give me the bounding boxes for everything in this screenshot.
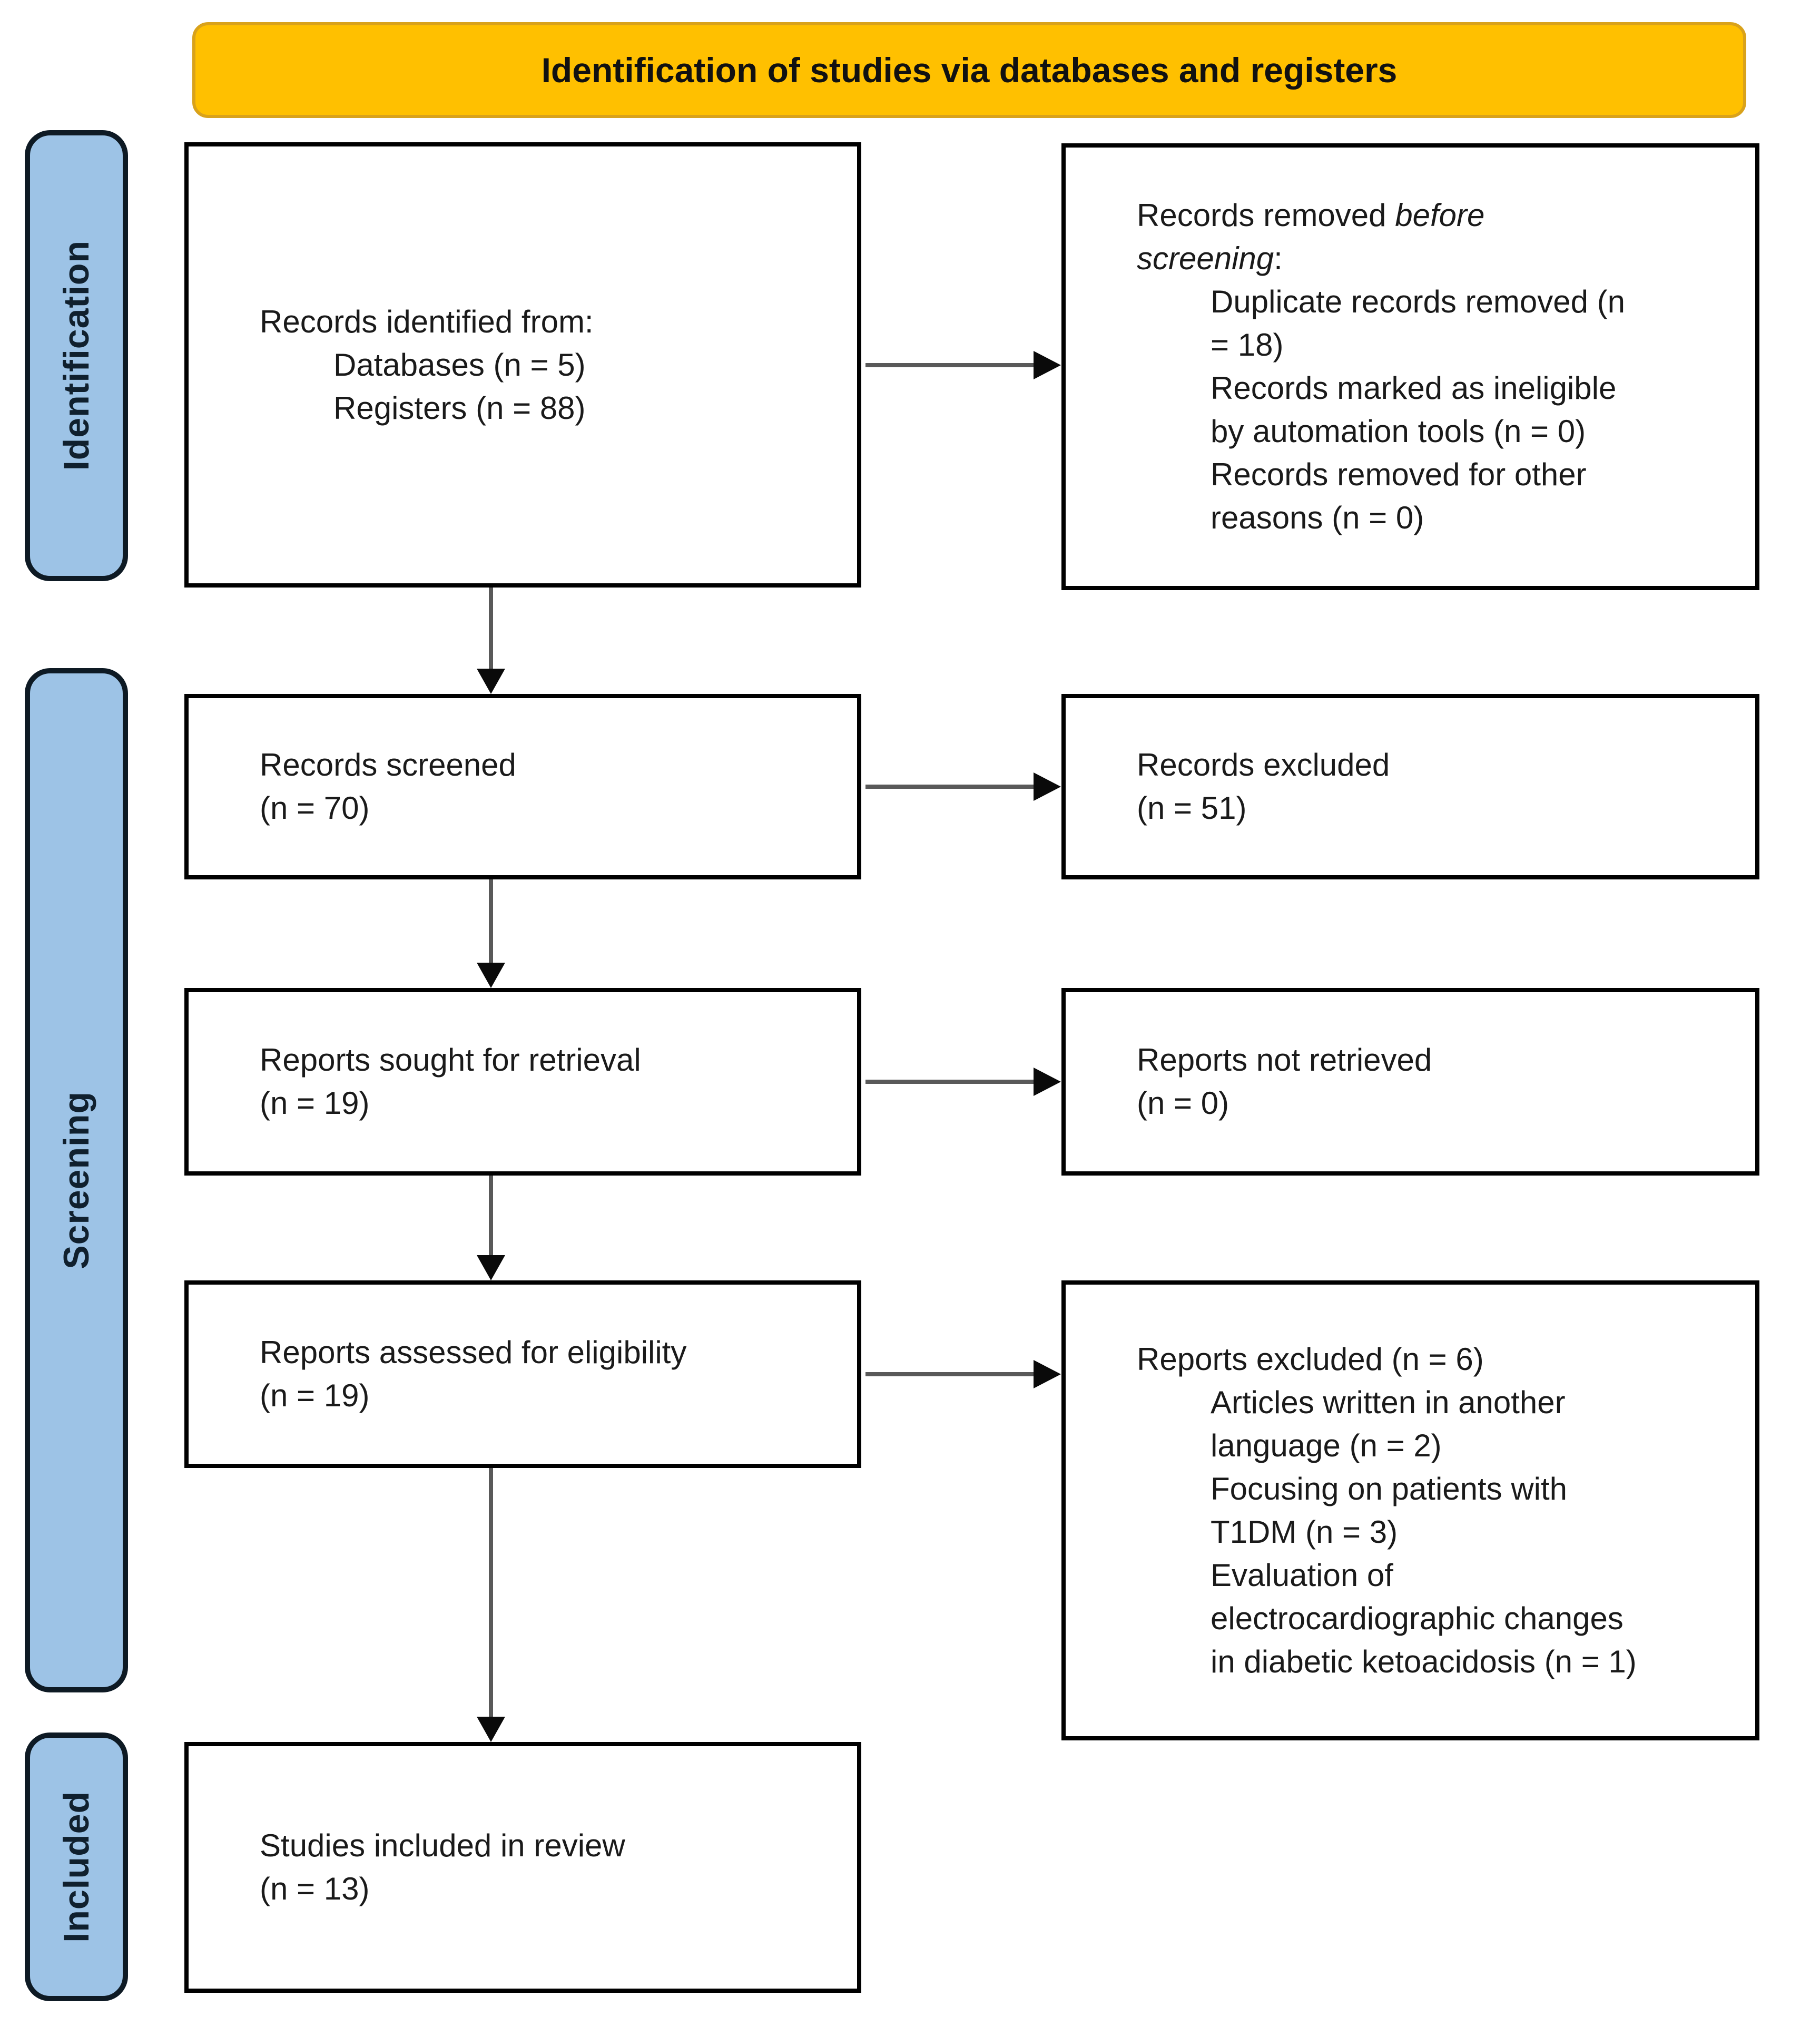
text-line: Databases (n = 5) <box>333 347 586 383</box>
arrow-identified-to-screened-line <box>489 588 493 672</box>
box-studies-included: Studies included in review (n = 13) <box>184 1742 861 1993</box>
box-records-removed-before-screening: Records removed before screening: Duplic… <box>1061 143 1759 590</box>
text-line: (n = 51) <box>1137 790 1247 826</box>
arrow-right-head-icon <box>1034 1360 1061 1388</box>
arrow-assessed-to-included-line <box>489 1468 493 1718</box>
text-line: in diabetic ketoacidosis (n = 1) <box>1211 1643 1637 1679</box>
text-line: Articles written in another <box>1211 1384 1566 1420</box>
arrow-right-head-icon <box>1034 351 1061 379</box>
text-line: Evaluation of <box>1211 1557 1393 1593</box>
text-line: Records removed before <box>1137 198 1485 233</box>
text-line: Duplicate records removed (n <box>1211 284 1626 319</box>
arrow-down-head-icon <box>477 669 505 694</box>
text-line: Records excluded <box>1137 747 1390 782</box>
text-line: Records identified from: <box>260 304 594 339</box>
stage-bar-included: Included <box>25 1732 128 2001</box>
text-line: (n = 70) <box>260 790 370 826</box>
arrow-down-head-icon <box>477 1717 505 1742</box>
arrow-assessed-to-excluded-line <box>865 1372 1035 1376</box>
text-line: = 18) <box>1211 327 1284 363</box>
text-line: (n = 19) <box>260 1085 370 1121</box>
box-reports-not-retrieved: Reports not retrieved (n = 0) <box>1061 988 1759 1176</box>
text-line: T1DM (n = 3) <box>1211 1514 1398 1550</box>
text-line: electrocardiographic changes <box>1211 1600 1624 1636</box>
arrow-down-head-icon <box>477 963 505 988</box>
text-line: screening: <box>1137 241 1283 276</box>
stage-bar-identification: Identification <box>25 130 128 581</box>
text-line: Records marked as ineligible <box>1211 370 1617 406</box>
box-reports-excluded: Reports excluded (n = 6) Articles writte… <box>1061 1280 1759 1740</box>
stage-label-identification: Identification <box>56 240 96 471</box>
stage-label-included: Included <box>56 1791 96 1943</box>
stage-bar-screening: Screening <box>25 668 128 1692</box>
arrow-right-head-icon <box>1034 1068 1061 1096</box>
text-line: (n = 0) <box>1137 1085 1229 1121</box>
arrow-sought-to-assessed-line <box>489 1176 493 1256</box>
text-line: (n = 13) <box>260 1871 370 1906</box>
text-line: Records screened <box>260 747 516 782</box>
text-line: reasons (n = 0) <box>1211 500 1424 535</box>
text-line: Registers (n = 88) <box>333 390 586 426</box>
text-line: (n = 19) <box>260 1378 370 1413</box>
arrow-right-head-icon <box>1034 772 1061 801</box>
text-line: by automation tools (n = 0) <box>1211 414 1586 449</box>
text-line: Records removed for other <box>1211 457 1587 492</box>
arrow-down-head-icon <box>477 1255 505 1280</box>
box-records-screened: Records screened (n = 70) <box>184 694 861 879</box>
stage-label-screening: Screening <box>56 1091 96 1269</box>
text-line: Focusing on patients with <box>1211 1471 1568 1506</box>
arrow-identified-to-removed-line <box>865 363 1035 367</box>
text-line: Reports excluded (n = 6) <box>1137 1341 1484 1377</box>
text-line: Reports assessed for eligibility <box>260 1335 687 1370</box>
arrow-sought-to-notretrieved-line <box>865 1080 1035 1084</box>
arrow-screened-to-excluded-line <box>865 785 1035 789</box>
box-records-excluded: Records excluded (n = 51) <box>1061 694 1759 879</box>
text-line: language (n = 2) <box>1211 1427 1442 1463</box>
header-banner: Identification of studies via databases … <box>192 22 1746 118</box>
box-reports-sought: Reports sought for retrieval (n = 19) <box>184 988 861 1176</box>
text-line: Reports not retrieved <box>1137 1042 1432 1078</box>
arrow-screened-to-sought-line <box>489 879 493 964</box>
text-line: Studies included in review <box>260 1828 625 1863</box>
box-records-identified: Records identified from: Databases (n = … <box>184 142 861 588</box>
diagram-title: Identification of studies via databases … <box>541 51 1398 90</box>
text-line: Reports sought for retrieval <box>260 1042 641 1078</box>
box-reports-assessed: Reports assessed for eligibility (n = 19… <box>184 1280 861 1468</box>
